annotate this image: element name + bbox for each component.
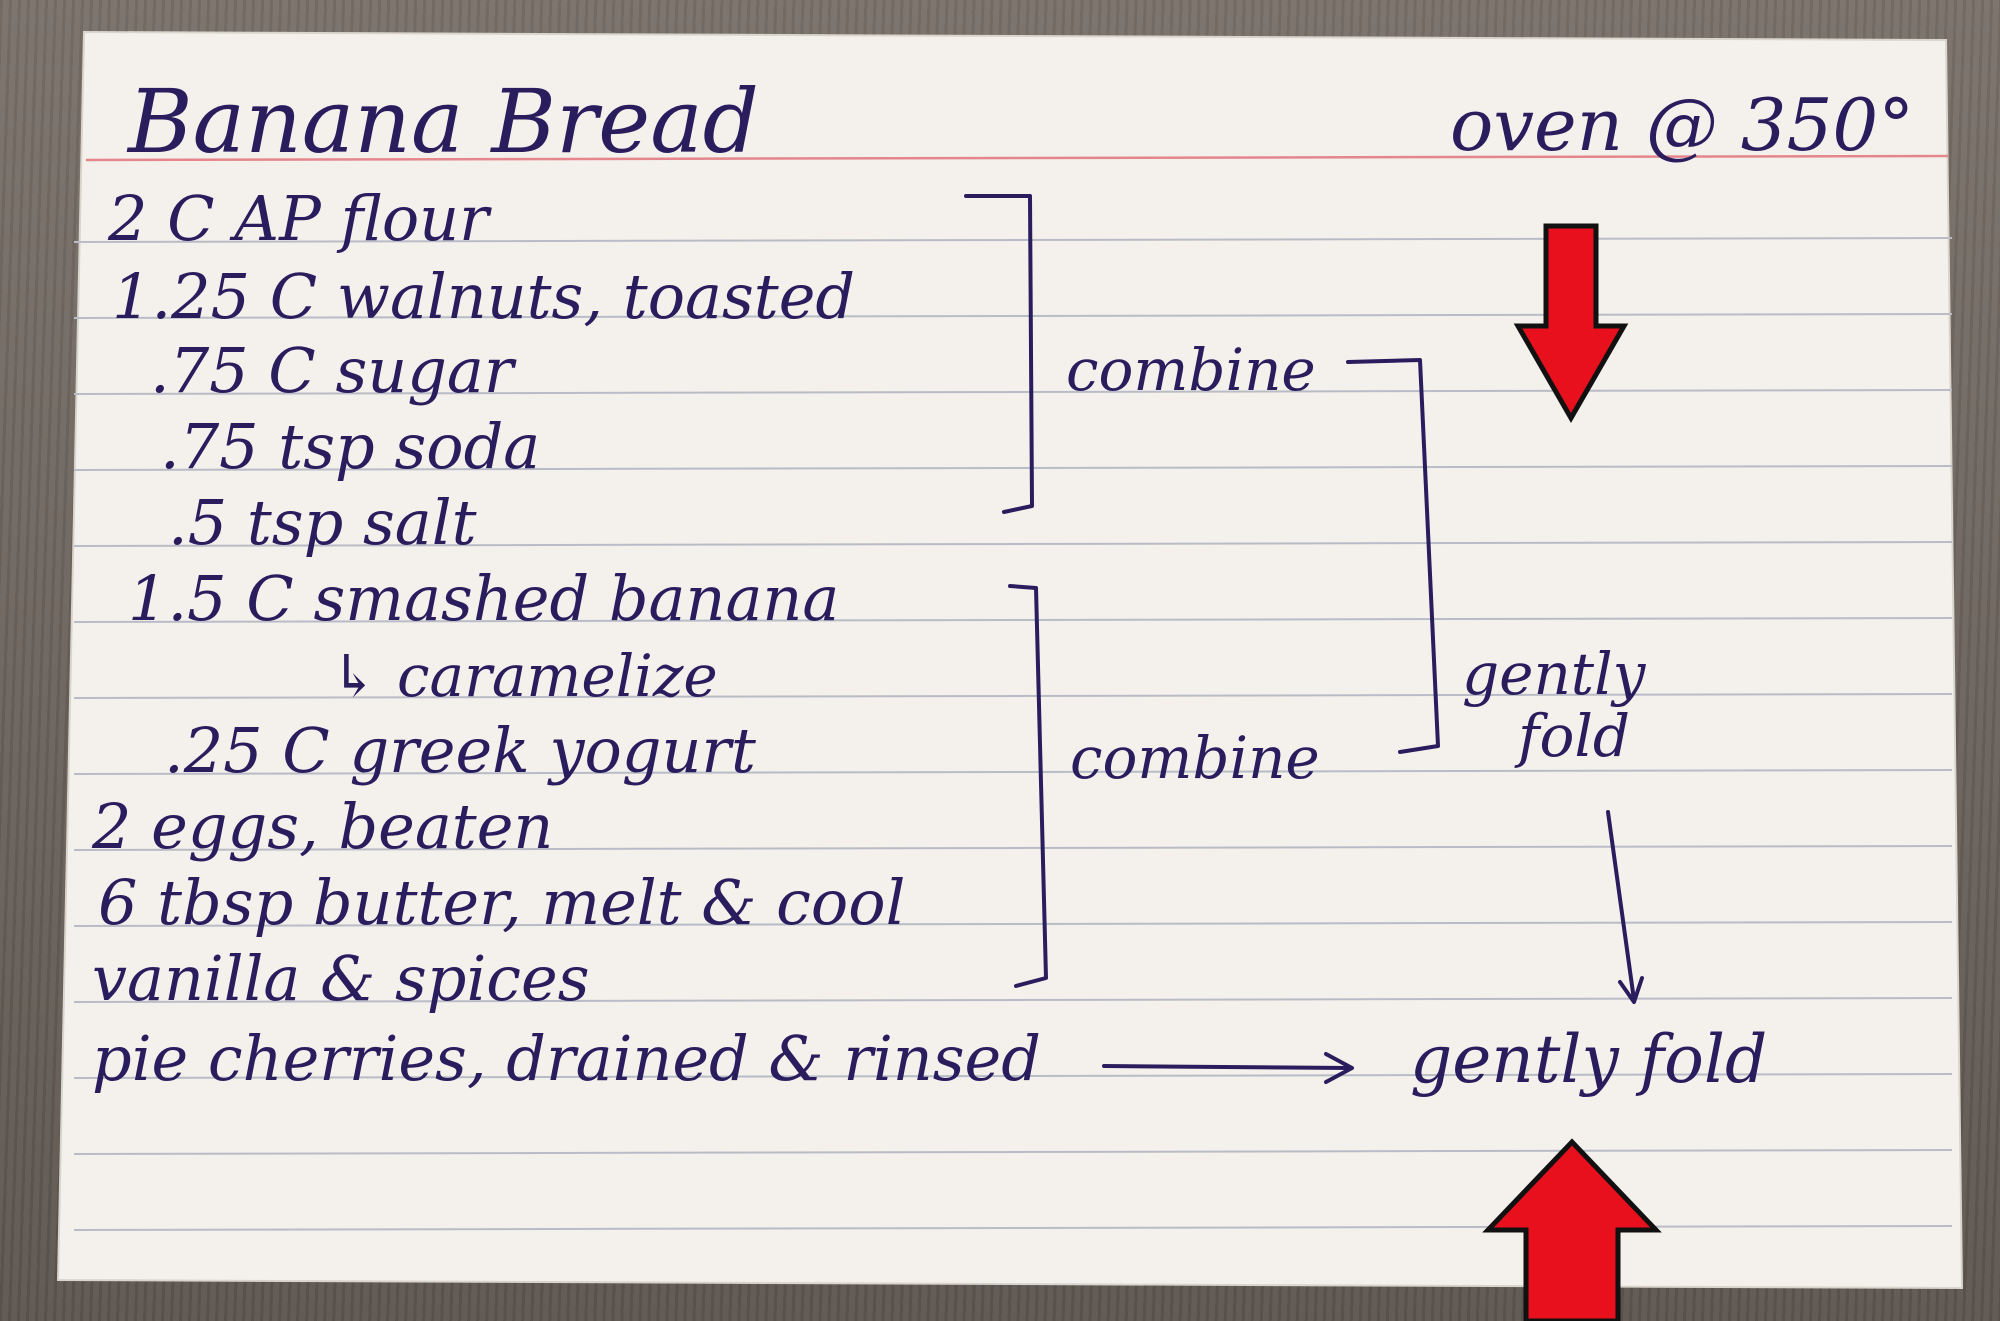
ruled-line (73, 617, 1953, 623)
step-combine-wet: combine (1070, 724, 1320, 792)
ingredient-salt: .5 tsp salt (168, 486, 477, 559)
step-combine-dry: combine (1066, 336, 1316, 404)
ingredient-yogurt: .25 C greek yogurt (164, 714, 756, 787)
ingredient-soda: .75 tsp soda (160, 410, 540, 483)
ingredient-vanilla: vanilla & spices (92, 942, 590, 1015)
bracket-wet-ingredients (1008, 584, 1048, 988)
ruled-line (73, 921, 1953, 927)
ruled-line (73, 465, 1953, 471)
ruled-line (73, 541, 1953, 547)
arrow-fold-down (1606, 810, 1644, 1004)
recipe-title: Banana Bread (126, 70, 759, 173)
ruled-line (73, 693, 1953, 699)
ingredient-cherries: pie cherries, drained & rinsed (92, 1022, 1041, 1095)
ruled-line (73, 845, 1953, 851)
ingredient-flour: 2 C AP flour (107, 182, 492, 255)
ruled-line (73, 1149, 1953, 1155)
ingredient-banana-note: ↳ caramelize (330, 642, 718, 710)
ingredient-butter: 6 tbsp butter, melt & cool (98, 866, 905, 939)
ruled-line (73, 1073, 1953, 1079)
step-gently-fold-2: gently fold (1410, 1021, 1767, 1098)
ingredient-banana: 1.5 C smashed banana (128, 562, 839, 635)
ingredient-sugar: .75 C sugar (150, 334, 517, 407)
ingredient-list: 2 C AP flour 1.25 C walnuts, toasted .75… (91, 182, 1041, 1095)
bracket-dry-ingredients (964, 194, 1034, 514)
ruled-line (73, 769, 1953, 775)
ruled-line (73, 237, 1953, 243)
red-header-rule (85, 154, 1949, 162)
ingredient-eggs: 2 eggs, beaten (91, 790, 553, 863)
ingredient-walnuts: 1.25 C walnuts, toasted (112, 260, 855, 333)
arrow-cherries-right (1102, 1052, 1354, 1084)
step-gently-fold-1b: fold (1514, 702, 1630, 770)
index-card (56, 30, 1964, 1290)
ruled-line (73, 313, 1953, 319)
ruled-line (73, 997, 1953, 1003)
red-arrow-down-icon (1513, 223, 1629, 424)
bracket-combine-both (1346, 358, 1440, 754)
step-gently-fold-1a: gently (1462, 640, 1647, 708)
red-arrow-up-icon (1482, 1138, 1662, 1321)
ruled-line (73, 389, 1953, 395)
oven-temperature-note: oven @ 350° (1450, 83, 1914, 167)
